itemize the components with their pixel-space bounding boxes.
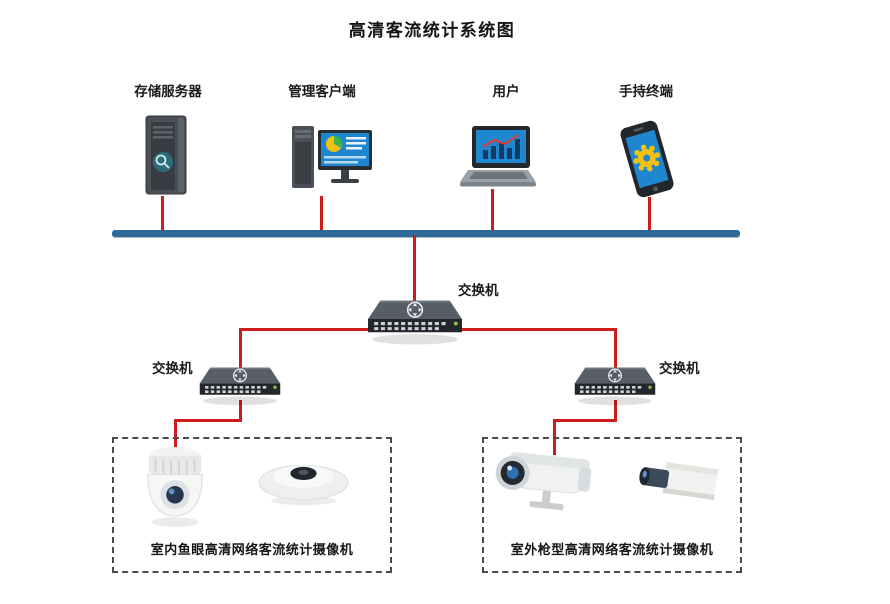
- connector-left-switch-down: [239, 400, 242, 421]
- handheld-terminal-icon: [620, 120, 674, 198]
- label-handheld-terminal: 手持终端: [619, 84, 673, 99]
- label-indoor-camera-group: 室内鱼眼高清网络客流统计摄像机: [150, 542, 354, 557]
- label-core-switch: 交换机: [458, 283, 499, 298]
- connector-right-horizontal: [553, 419, 617, 422]
- label-management-client: 管理客户端: [288, 84, 356, 99]
- core-switch-icon: [366, 296, 464, 348]
- left-switch-icon: [198, 364, 282, 408]
- diagram-title: 高清客流统计系统图: [348, 21, 516, 40]
- connector-phone-bus: [648, 197, 651, 232]
- connector-right-switch-down: [614, 400, 617, 421]
- network-bus-line: [112, 230, 740, 237]
- connector-core-left-switch: [239, 328, 242, 373]
- management-client-icon: [292, 126, 372, 188]
- connector-core-right-switch: [614, 328, 617, 373]
- storage-server-icon: [145, 115, 187, 195]
- connector-server-bus: [161, 196, 164, 232]
- bullet-camera-icon: [495, 452, 592, 511]
- label-outdoor-camera-group: 室外枪型高清网络客流统计摄像机: [510, 542, 714, 557]
- label-left-switch: 交换机: [152, 361, 193, 376]
- right-switch-icon: [573, 364, 657, 408]
- outdoor-camera-group-box: 室外枪型高清网络客流统计摄像机: [482, 437, 742, 573]
- label-user: 用户: [492, 84, 520, 99]
- indoor-camera-group-box: 室内鱼眼高清网络客流统计摄像机: [112, 437, 392, 573]
- dome-fisheye-camera-icon: [147, 447, 203, 527]
- user-laptop-icon: [460, 126, 536, 187]
- connector-left-horizontal: [174, 419, 242, 422]
- box-camera-icon: [639, 462, 719, 501]
- connector-client-bus: [320, 196, 323, 232]
- connector-laptop-bus: [491, 189, 494, 232]
- label-storage-server: 存储服务器: [134, 84, 202, 99]
- label-right-switch: 交换机: [659, 361, 700, 376]
- connector-bus-core-switch: [413, 235, 416, 305]
- saucer-fisheye-camera-icon: [258, 464, 349, 506]
